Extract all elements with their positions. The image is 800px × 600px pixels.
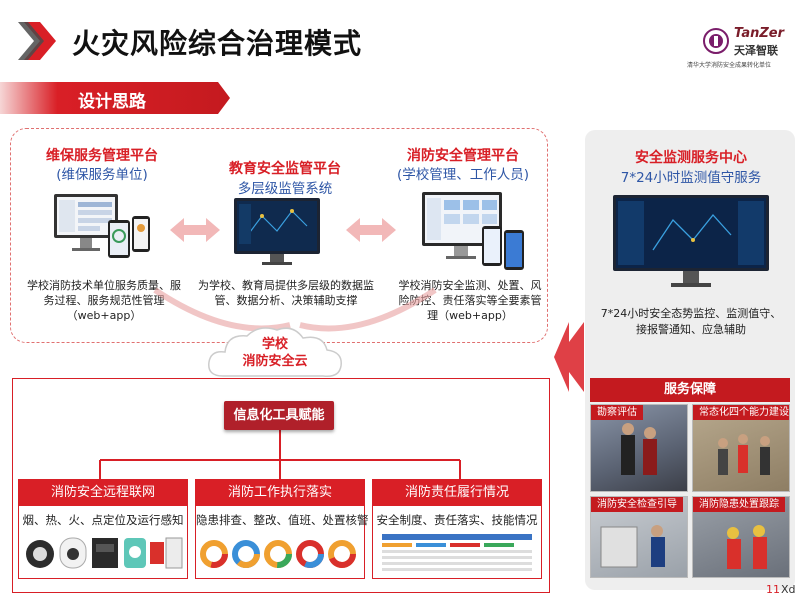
monitor-dashboard-icon <box>613 195 769 287</box>
section-subtitle: 隐患排查、整改、值班、处置核警 <box>196 513 369 527</box>
info-tool-badge: 信息化工具赋能 <box>224 401 334 430</box>
photo-label: 勘察评估 <box>591 405 643 420</box>
platform-desc-education: 为学校、教育局提供多层级的数据监管、数据分析、决策辅助支撑 <box>198 279 374 307</box>
people-photo-icon <box>718 434 770 475</box>
page-number: 11 <box>766 583 780 596</box>
connector-swoosh <box>153 287 437 332</box>
table-chart-icon <box>382 534 532 571</box>
platform-desc-maintenance: 学校消防技术单位服务质量、服务过程、服务规范性管理（web+app） <box>27 279 181 322</box>
page-title: 火灾风险综合治理模式 <box>72 27 363 60</box>
double-arrow-icon <box>346 218 396 242</box>
double-arrow-icon <box>170 218 220 242</box>
photo-label: 常态化四个能力建设 <box>693 405 789 420</box>
photo-survey: 勘察评估 <box>590 404 688 492</box>
platform-desc-fire-safety: 学校消防安全监测、处置、风险防控、责任落实等全要素管理（web+app） <box>398 279 542 322</box>
service-bar: 服务保障 <box>590 378 790 402</box>
cloud-label: 学校 消防安全云 <box>203 336 347 370</box>
platform-subtitle-education: 多层级监管系统 <box>237 181 333 197</box>
section-title: 消防工作执行落实 <box>196 480 364 506</box>
monitoring-center-title: 安全监测服务中心 <box>635 150 747 166</box>
desktop-phone-mockup-icon <box>422 192 524 270</box>
cloud-label-line1: 学校 <box>261 337 288 352</box>
section-title: 消防安全远程联网 <box>19 480 187 506</box>
platform-subtitle-fire-safety: (学校管理、工作人员) <box>396 167 530 183</box>
bidirectional-arrow-icon <box>554 322 584 392</box>
subtitle-bar <box>0 82 230 114</box>
cloud-label-line2: 消防安全云 <box>242 354 308 369</box>
photo-capability: 常态化四个能力建设 <box>692 404 790 492</box>
platform-subtitle-maintenance: (维保服务单位) <box>56 167 148 183</box>
platform-title-maintenance: 维保服务管理平台 <box>46 148 158 164</box>
people-photo-icon <box>621 423 657 475</box>
cloud-icon <box>208 327 342 378</box>
sensor-devices-icon <box>26 537 183 569</box>
people-photo-icon <box>727 525 767 569</box>
platform-title-fire-safety: 消防安全管理平台 <box>407 148 519 164</box>
platform-title-education: 教育安全监管平台 <box>229 161 341 177</box>
photo-hazard: 消防隐患处置跟踪 <box>692 496 790 578</box>
chevron-logo-icon <box>18 22 56 60</box>
page-suffix: Xd <box>781 583 796 596</box>
monitoring-center-subtitle: 7*24小时监测值守服务 <box>620 170 762 186</box>
section-title: 消防责任履行情况 <box>373 480 541 506</box>
monitor-map-icon <box>234 198 320 265</box>
monitoring-center-desc: 7*24小时安全态势监控、监测值守、接报警通知、应急辅助 <box>600 307 782 336</box>
logo-name: TanZer <box>734 26 785 41</box>
university-seal-icon <box>703 28 729 54</box>
device-mockup-icon <box>54 194 150 258</box>
connector-lines <box>99 430 461 480</box>
photo-label: 消防安全检查引导 <box>591 497 683 512</box>
logo-subtitle: 清华大学消防安全成果转化单位 <box>687 62 772 69</box>
section-subtitle: 烟、热、火、点定位及运行感知 <box>22 513 184 527</box>
section-subtitle: 设计思路 <box>78 92 146 112</box>
photo-label: 消防隐患处置跟踪 <box>693 497 785 512</box>
section-subtitle: 安全制度、责任落实、技能情况 <box>376 513 538 527</box>
tools-frame <box>12 378 550 593</box>
people-photo-icon <box>600 525 665 568</box>
photo-inspection: 消防安全检查引导 <box>590 496 688 578</box>
donut-charts-icon <box>200 540 356 568</box>
logo-cn: 天泽智联 <box>734 44 778 57</box>
